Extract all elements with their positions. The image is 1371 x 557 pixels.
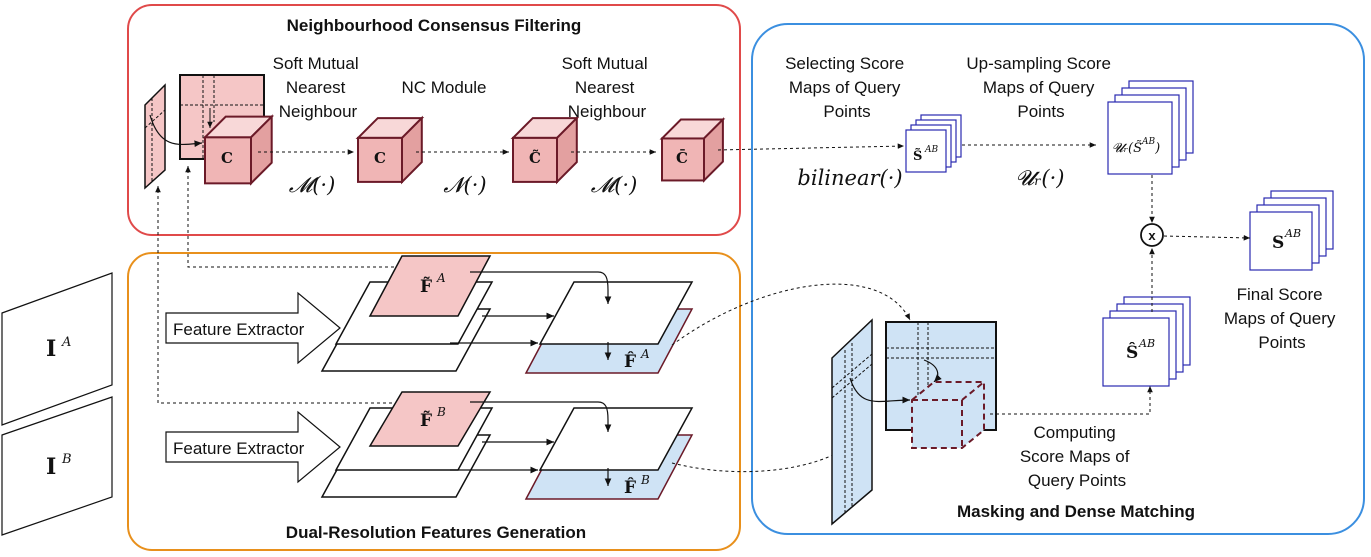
s-tilde-sup: AB bbox=[924, 145, 938, 155]
input-image-a: I A bbox=[1, 272, 113, 426]
s-hat-sup: AB bbox=[1138, 337, 1155, 350]
feature-extractor-b: Feature Extractor bbox=[165, 410, 341, 484]
selecting-label: Selecting Score Maps of Query Points bbox=[785, 54, 909, 121]
fb-hat-label: F̂ bbox=[624, 478, 636, 498]
stack-selected-scores bbox=[905, 114, 962, 173]
mask-panel-title: Masking and Dense Matching bbox=[957, 502, 1195, 521]
feedback-fb-to-nc bbox=[155, 186, 398, 404]
feature-extractor-a-label: Feature Extractor bbox=[173, 320, 305, 339]
s-hat-label: Ŝ bbox=[1126, 342, 1138, 363]
final-score-label: Final Score Maps of Query Points bbox=[1224, 285, 1340, 352]
cube-c-bar-label: C̄ bbox=[676, 148, 688, 167]
multiply-symbol: x bbox=[1148, 228, 1156, 243]
s-final-sup: AB bbox=[1284, 227, 1301, 240]
cube-c-nc-label: C bbox=[374, 149, 386, 167]
feature-extractor-a: Feature Extractor bbox=[165, 291, 341, 365]
stack-shat-scores bbox=[1102, 296, 1191, 387]
score-map-sheet bbox=[1107, 101, 1173, 175]
stack-final-scores bbox=[1249, 190, 1334, 271]
arrow-fb-tilde-down bbox=[470, 401, 612, 432]
nc-module-label: NC Module bbox=[401, 78, 486, 97]
m-op-1: 𝓜(·) bbox=[289, 173, 336, 197]
arrow-fa-tilde-down bbox=[470, 271, 612, 304]
cube-c-nc bbox=[355, 115, 425, 185]
input-b-sup: B bbox=[61, 452, 72, 467]
fa-hat-sup: A bbox=[640, 347, 650, 361]
input-a-label: I bbox=[46, 336, 56, 362]
feature-extractor-b-label: Feature Extractor bbox=[173, 439, 305, 458]
fa-tilde-sup: A bbox=[436, 271, 446, 285]
feature-stack-b: F̃ B bbox=[320, 391, 494, 498]
fb-tilde-sup: B bbox=[436, 405, 446, 419]
nc-panel-title: Neighbourhood Consensus Filtering bbox=[287, 16, 582, 35]
arrow-mask-to-shat bbox=[990, 386, 1153, 415]
dual-panel bbox=[127, 252, 741, 551]
score-map-sheet bbox=[1249, 211, 1313, 271]
cube-c-label: C bbox=[221, 149, 233, 167]
feedback-fa-to-nc bbox=[185, 166, 400, 268]
s-final-label: S bbox=[1272, 233, 1284, 253]
mask-panel bbox=[751, 23, 1365, 535]
stack-upsampled-scores bbox=[1107, 80, 1194, 175]
arrow-cbar-to-select bbox=[717, 143, 905, 151]
fb-tilde-label: F̃ bbox=[420, 411, 432, 431]
score-map-sheet bbox=[1102, 317, 1170, 387]
mask-feature-plane bbox=[831, 318, 873, 526]
curve-fb-hat-to-mask bbox=[671, 449, 843, 473]
n-op: 𝓝(·) bbox=[443, 173, 486, 197]
soft-mutual-1-label: Soft Mutual Nearest Neighbour bbox=[273, 54, 364, 121]
mask-dashed-cube bbox=[911, 381, 985, 449]
feature-stack-a: F̃ A bbox=[320, 255, 494, 372]
input-b-label: I bbox=[46, 454, 56, 480]
fa-hat-label: F̂ bbox=[624, 352, 636, 372]
cube-c bbox=[202, 114, 275, 186]
curve-fa-hat-to-mask bbox=[671, 283, 911, 346]
score-map-sheet bbox=[905, 129, 947, 173]
computing-label: Computing Score Maps of Query Points bbox=[1020, 423, 1134, 490]
soft-mutual-2-label: Soft Mutual Nearest Neighbour bbox=[562, 54, 653, 121]
cube-front-face bbox=[512, 136, 558, 183]
bilinear-op: bilinear(·) bbox=[797, 166, 902, 190]
fa-tilde-label: F̃ bbox=[420, 277, 432, 297]
ur-op: 𝓤ᵣ(·) bbox=[1016, 166, 1065, 190]
arrow-multiply-to-final bbox=[1163, 235, 1251, 241]
combined-feature-b: F̂ B bbox=[524, 407, 694, 500]
m-op-2: 𝓜(·) bbox=[591, 173, 638, 197]
dual-panel-title: Dual-Resolution Features Generation bbox=[286, 523, 586, 542]
s-tilde-label: S̃ bbox=[913, 148, 922, 164]
combined-feature-a: F̂ A bbox=[524, 281, 694, 374]
cube-front-face bbox=[661, 137, 705, 182]
cube-front-face bbox=[204, 136, 252, 185]
upsampling-label: Up-sampling Score Maps of Query Points bbox=[966, 54, 1115, 121]
multiply-node bbox=[1140, 223, 1164, 247]
nc-plane-to-cube-arrow bbox=[149, 114, 203, 148]
fb-hat-sup: B bbox=[640, 473, 650, 487]
mask-plane-to-cube-arrow bbox=[849, 377, 911, 404]
nc-feature-plane bbox=[144, 83, 166, 190]
input-a-sup: A bbox=[61, 335, 71, 350]
input-image-b: I B bbox=[1, 396, 113, 536]
nc-panel bbox=[127, 4, 741, 236]
cube-front-face bbox=[357, 136, 403, 183]
cube-c-tilde bbox=[510, 115, 580, 185]
ur-s-label: 𝓤ᵣ(S̃AB) bbox=[1112, 137, 1160, 156]
cube-c-bar bbox=[659, 117, 726, 183]
cube-c-tilde-label: C̃ bbox=[529, 149, 541, 167]
